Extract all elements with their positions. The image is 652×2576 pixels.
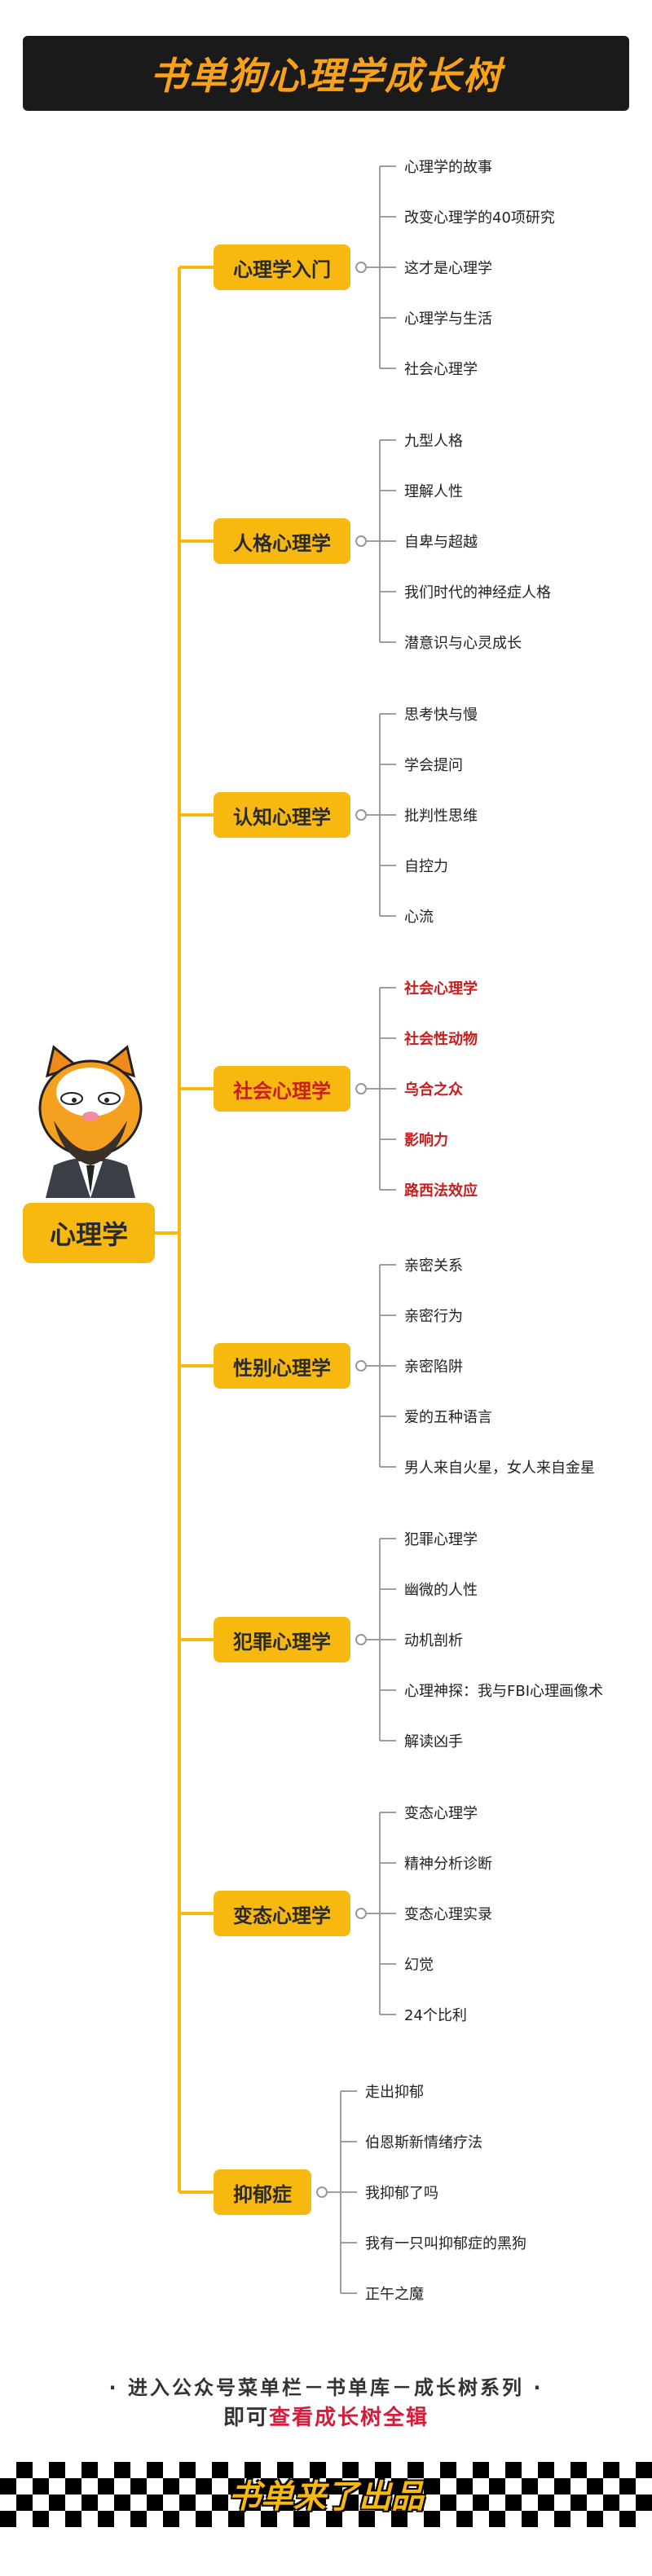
leaf-book-title[interactable]: 心理神探：我与FBI心理画像术 xyxy=(404,1683,604,1700)
leaf-book-title[interactable]: 幻觉 xyxy=(404,1957,434,1974)
branch-label: 心理学入门 xyxy=(233,258,331,281)
leaf-book-title[interactable]: 精神分析诊断 xyxy=(404,1856,492,1873)
branch-label: 变态心理学 xyxy=(233,1904,331,1927)
branch-node[interactable]: 心理学入门 xyxy=(214,244,350,290)
leaf-book-title[interactable]: 动机剖析 xyxy=(404,1632,463,1649)
leaf-book-title[interactable]: 24个比利 xyxy=(404,2007,467,2024)
root-node[interactable]: 心理学 xyxy=(23,1203,155,1263)
checkered-footer-band xyxy=(0,2462,652,2527)
collapse-toggle-icon[interactable] xyxy=(355,1634,367,1645)
collapse-toggle-icon[interactable] xyxy=(355,1083,367,1094)
branch-label: 社会心理学 xyxy=(233,1079,331,1103)
branch-label: 性别心理学 xyxy=(233,1356,331,1380)
leaf-book-title[interactable]: 幽微的人性 xyxy=(404,1582,478,1599)
leaf-book-title[interactable]: 解读凶手 xyxy=(404,1733,463,1750)
leaf-book-title[interactable]: 自卑与超越 xyxy=(404,534,478,551)
branch-node[interactable]: 人格心理学 xyxy=(214,518,350,564)
leaf-book-title[interactable]: 心流 xyxy=(404,909,434,926)
leaf-book-title[interactable]: 自控力 xyxy=(404,858,448,875)
leaf-book-title[interactable]: 这才是心理学 xyxy=(404,260,492,277)
branch-node[interactable]: 抑郁症 xyxy=(214,2169,311,2215)
branch-label: 抑郁症 xyxy=(233,2182,292,2206)
leaf-book-title[interactable]: 路西法效应 xyxy=(404,1182,478,1200)
leaf-book-title[interactable]: 男人来自火星，女人来自金星 xyxy=(404,1460,595,1477)
leaf-book-title[interactable]: 变态心理学 xyxy=(404,1805,478,1822)
footer-cta: 即可查看成长树全辑 xyxy=(0,2401,652,2431)
collapse-toggle-icon[interactable] xyxy=(355,1360,367,1372)
leaf-book-title[interactable]: 亲密陷阱 xyxy=(404,1358,463,1376)
leaf-book-title[interactable]: 九型人格 xyxy=(404,433,463,450)
leaf-book-title[interactable]: 批判性思维 xyxy=(404,808,478,825)
collapse-toggle-icon[interactable] xyxy=(355,535,367,547)
leaf-book-title[interactable]: 社会性动物 xyxy=(404,1031,478,1048)
leaf-book-title[interactable]: 我有一只叫抑郁症的黑狗 xyxy=(365,2235,526,2252)
leaf-book-title[interactable]: 乌合之众 xyxy=(404,1081,463,1099)
footer-instruction: · 进入公众号菜单栏－书单库－成长树系列 · xyxy=(108,2376,544,2399)
leaf-book-title[interactable]: 变态心理实录 xyxy=(404,1906,492,1923)
branch-node[interactable]: 变态心理学 xyxy=(214,1891,350,1936)
collapse-toggle-icon[interactable] xyxy=(355,1908,367,1919)
branch-label: 人格心理学 xyxy=(233,531,331,555)
leaf-book-title[interactable]: 我们时代的神经症人格 xyxy=(404,584,551,601)
title-banner: 书单狗心理学成长树 xyxy=(23,36,629,111)
leaf-book-title[interactable]: 伯恩斯新情绪疗法 xyxy=(365,2134,482,2151)
leaf-book-title[interactable]: 走出抑郁 xyxy=(365,2084,424,2101)
branch-node[interactable]: 犯罪心理学 xyxy=(214,1617,350,1662)
page-title: 书单狗心理学成长树 xyxy=(150,54,502,98)
collapse-toggle-icon[interactable] xyxy=(355,262,367,273)
leaf-book-title[interactable]: 理解人性 xyxy=(404,483,463,500)
collapse-toggle-icon[interactable] xyxy=(316,2186,328,2198)
branch-node[interactable]: 性别心理学 xyxy=(214,1343,350,1389)
branch-label: 犯罪心理学 xyxy=(233,1630,331,1653)
leaf-book-title[interactable]: 亲密行为 xyxy=(404,1308,463,1325)
leaf-book-title[interactable]: 社会心理学 xyxy=(404,980,478,997)
leaf-book-title[interactable]: 社会心理学 xyxy=(404,361,478,378)
branch-node[interactable]: 认知心理学 xyxy=(214,792,350,838)
leaf-book-title[interactable]: 犯罪心理学 xyxy=(404,1531,478,1548)
leaf-book-title[interactable]: 爱的五种语言 xyxy=(404,1409,492,1426)
leaf-book-title[interactable]: 心理学与生活 xyxy=(404,310,492,328)
cat-mascot-icon xyxy=(38,1045,143,1198)
footer-cta-prefix: 即可 xyxy=(222,2406,269,2430)
leaf-book-title[interactable]: 影响力 xyxy=(404,1132,448,1149)
branch-label: 认知心理学 xyxy=(233,805,331,829)
leaf-book-title[interactable]: 我抑郁了吗 xyxy=(365,2185,438,2202)
leaf-book-title[interactable]: 思考快与慢 xyxy=(404,707,478,724)
footer-cta-highlight[interactable]: 查看成长树全辑 xyxy=(269,2406,430,2430)
branch-node[interactable]: 社会心理学 xyxy=(214,1066,350,1112)
leaf-book-title[interactable]: 学会提问 xyxy=(404,757,463,774)
leaf-book-title[interactable]: 潜意识与心灵成长 xyxy=(404,635,522,652)
leaf-book-title[interactable]: 心理学的故事 xyxy=(404,159,492,176)
collapse-toggle-icon[interactable] xyxy=(355,809,367,821)
leaf-book-title[interactable]: 正午之魔 xyxy=(365,2286,424,2303)
brand-label: 书单来了出品 xyxy=(228,2478,424,2516)
leaf-book-title[interactable]: 亲密关系 xyxy=(404,1257,463,1275)
leaf-book-title[interactable]: 改变心理学的40项研究 xyxy=(404,209,555,227)
